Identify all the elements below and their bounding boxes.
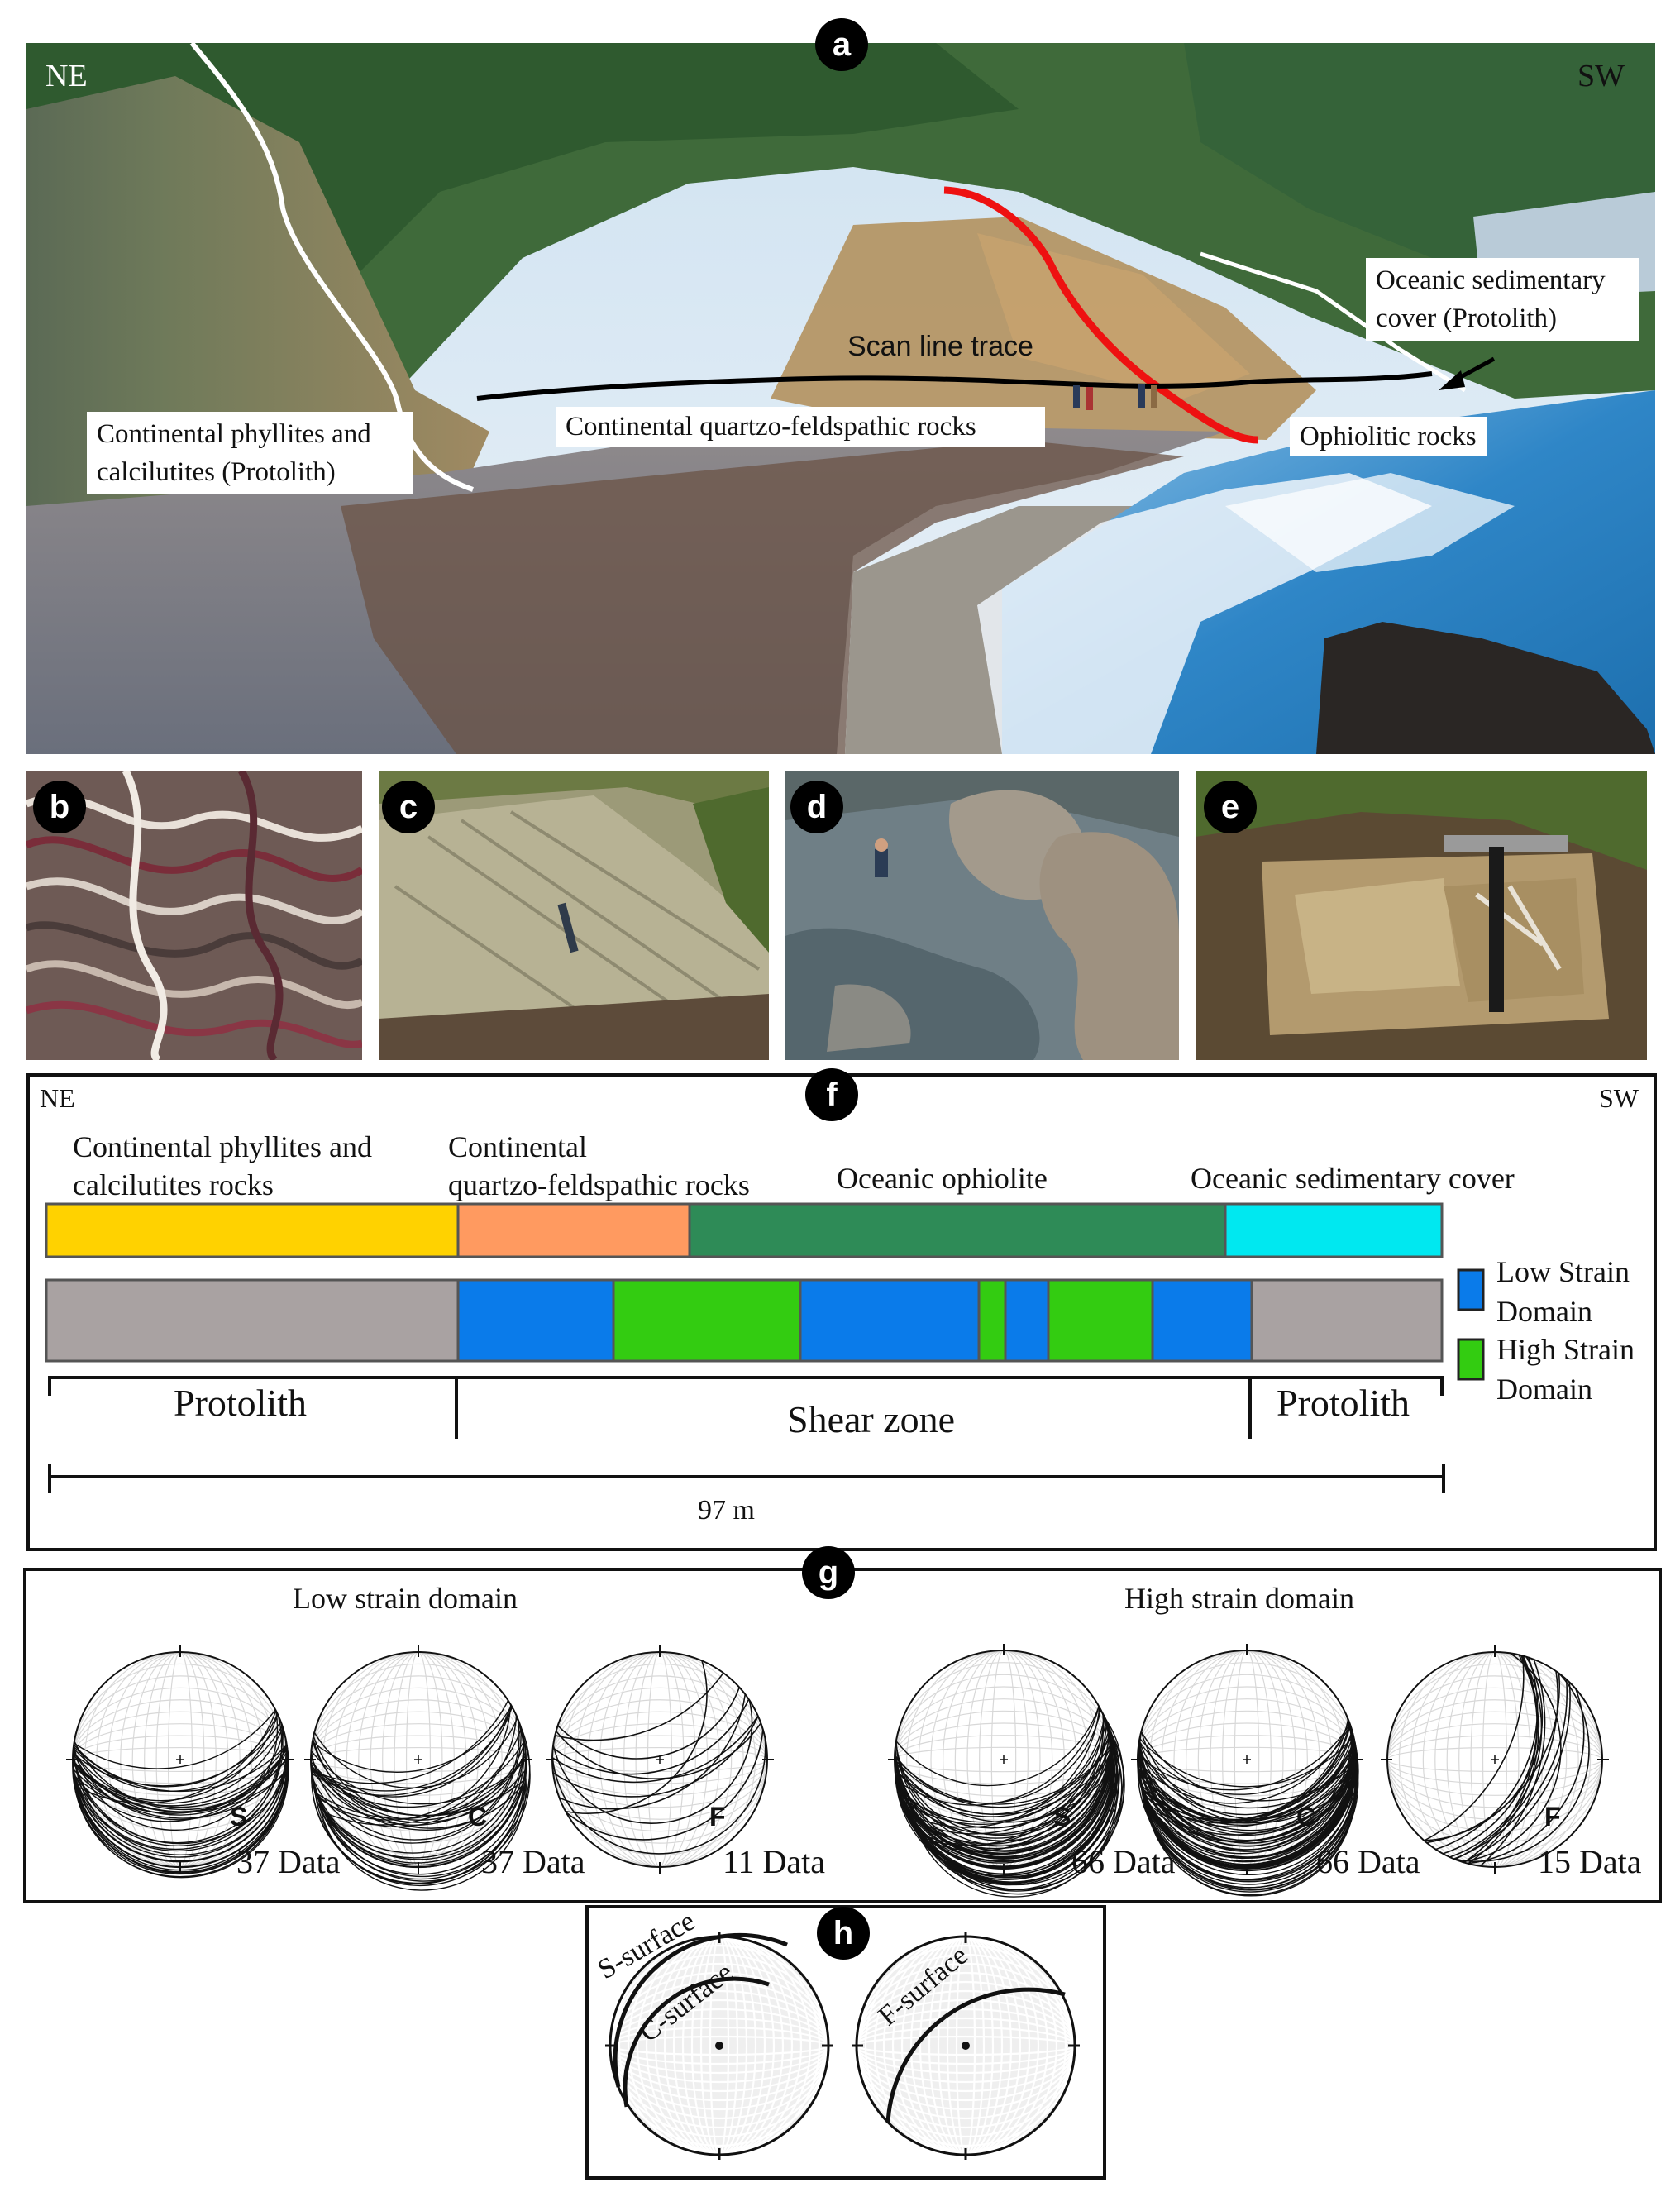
outcrop-photo-illustration	[26, 43, 1655, 754]
unit-label-ophiolite: Oceanic ophiolite	[837, 1162, 1048, 1195]
unit-label-quartzo: Continental quartzo-feldspathic rocks	[448, 1130, 750, 1201]
panel-e-letter: e	[1204, 781, 1257, 833]
label-quartzo-feldspathic: Continental quartzo-feldspathic rocks	[556, 407, 1045, 447]
bar-protolith-left	[45, 1278, 460, 1363]
protolith-right-label: Protolith	[1277, 1382, 1410, 1424]
net-letter-2: C	[468, 1802, 487, 1831]
contact-line-ophiolite	[943, 186, 1259, 444]
shear-zone-label: Shear zone	[787, 1398, 956, 1440]
stereonet-6: F	[1381, 1645, 1609, 1874]
panel-g-box	[23, 1568, 1662, 1903]
photo-d-illustration	[785, 771, 1179, 1060]
stereonet-2: C	[304, 1645, 532, 1891]
photo-e-sediment	[1196, 771, 1647, 1060]
net-letter-6: F	[1544, 1802, 1561, 1831]
net-letter-4: S	[1053, 1802, 1071, 1831]
net-letter-5: C	[1296, 1802, 1315, 1831]
direction-ne-a: NE	[45, 59, 88, 93]
scan-line-label: Scan line trace	[847, 331, 1033, 362]
low-strain-title: Low strain domain	[293, 1582, 518, 1615]
c-surface-arc	[623, 1976, 770, 2108]
legend-low-label: Low Strain Domain	[1496, 1255, 1630, 1328]
panel-a-letter: a	[815, 18, 868, 71]
legend-high-label: High Strain Domain	[1496, 1333, 1635, 1406]
net-letter-1: S	[230, 1802, 247, 1831]
direction-ne-f: NE	[40, 1083, 75, 1113]
bar-low-2	[799, 1278, 981, 1363]
photo-d-ophiolite	[785, 771, 1179, 1060]
scale-bar	[48, 1464, 1445, 1493]
contact-line-phyllites	[189, 43, 474, 492]
panel-b-letter: b	[33, 781, 86, 833]
unit-label-phyllites: Continental phyllites and calcilutites r…	[73, 1130, 372, 1201]
bar-low-3	[1004, 1278, 1050, 1363]
net-3-count: 11 Data	[723, 1843, 826, 1880]
panel-c-letter: c	[382, 781, 435, 833]
stereonet-h-f	[852, 1932, 1080, 2160]
f-surface-arc	[885, 1987, 1066, 2124]
legend-high-swatch	[1457, 1338, 1485, 1381]
bar-protolith-right	[1250, 1278, 1444, 1363]
stereonet-3: F	[546, 1645, 774, 1874]
s-surface-arc	[613, 1932, 788, 2088]
net-4-count: 66 Data	[1071, 1843, 1176, 1880]
outcrop-photo	[26, 43, 1655, 754]
net-2-count: 37 Data	[481, 1843, 585, 1880]
protolith-left-label: Protolith	[174, 1382, 308, 1424]
net-5-count: 66 Data	[1316, 1843, 1420, 1880]
direction-sw-a: SW	[1577, 59, 1625, 93]
direction-sw-f: SW	[1599, 1083, 1639, 1113]
scale-label: 97 m	[698, 1495, 755, 1526]
panel-g-letter: g	[802, 1546, 855, 1599]
unit-label-sed-cover: Oceanic sedimentary cover	[1191, 1162, 1515, 1195]
legend-low-swatch	[1457, 1268, 1485, 1311]
stereonet-h-sc	[605, 1932, 833, 2160]
net-6-count: 15 Data	[1538, 1843, 1642, 1880]
high-strain-title: High strain domain	[1124, 1582, 1354, 1615]
bar-high-1	[612, 1278, 802, 1363]
contact-line-oceanic	[1200, 251, 1467, 393]
photo-e-illustration	[1196, 771, 1647, 1060]
net-letter-3: F	[709, 1802, 726, 1831]
panel-h-letter: h	[817, 1907, 870, 1960]
stereonet-5: C	[1131, 1644, 1363, 1897]
domain-brackets	[48, 1376, 1444, 1439]
panel-d-letter: d	[790, 781, 843, 833]
net-1-count: 37 Data	[236, 1843, 341, 1880]
bar-sed-cover	[1224, 1202, 1444, 1258]
bar-quartzo	[456, 1202, 691, 1258]
label-ophiolitic-rocks: Ophiolitic rocks	[1290, 417, 1487, 456]
photo-c-quartzo	[379, 771, 769, 1060]
bar-high-3	[1047, 1278, 1154, 1363]
photo-c-illustration	[379, 771, 769, 1060]
label-oceanic-cover: Oceanic sedimentary cover (Protolith)	[1366, 258, 1639, 341]
scan-line	[476, 371, 1433, 401]
bar-high-2	[977, 1278, 1007, 1363]
label-phyllites-protolith: Continental phyllites and calcilutites (…	[87, 412, 413, 494]
stereonet-4: S	[888, 1644, 1125, 1898]
stereonet-1: S	[66, 1645, 294, 1879]
panel-f-letter: f	[805, 1068, 858, 1121]
people-figures	[1073, 384, 1157, 410]
